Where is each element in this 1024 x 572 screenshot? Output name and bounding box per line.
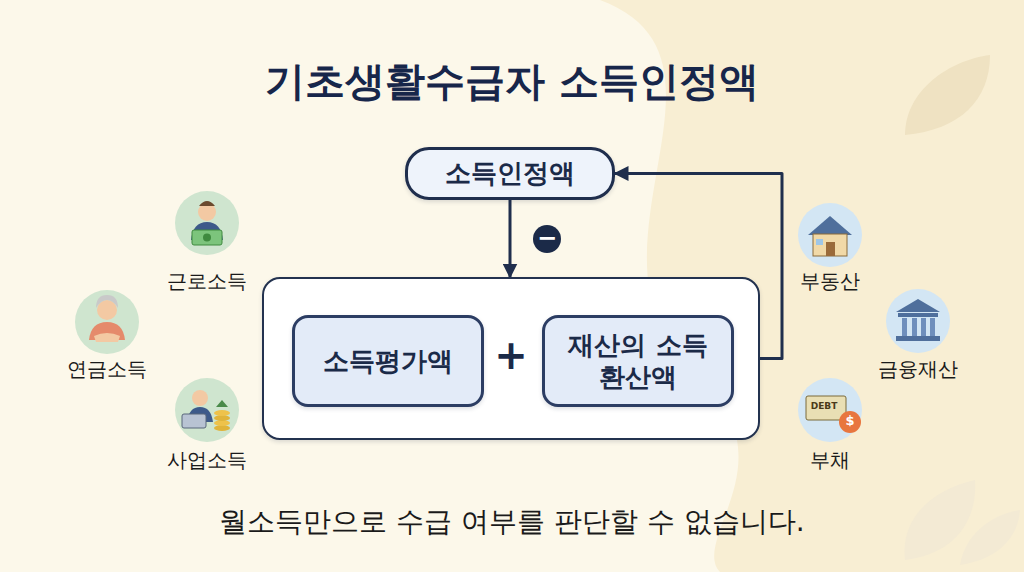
node-text: 소득인정액 bbox=[445, 157, 575, 190]
term-box: 재산의 소득환산액 bbox=[542, 315, 734, 407]
income-label: 연금소득 bbox=[47, 358, 167, 380]
result-pill: 소득인정액 bbox=[405, 147, 615, 200]
work-income-icon bbox=[175, 191, 239, 255]
asset-label: 부채 bbox=[770, 449, 890, 471]
term-box: 소득평가액 bbox=[292, 315, 484, 407]
diagram-title: 기초생활수급자 소득인정액 bbox=[0, 54, 1024, 109]
node-text: 소득평가액 bbox=[323, 345, 453, 378]
icon-text: DEBT bbox=[764, 402, 884, 412]
node-text: 재산의 소득환산액 bbox=[563, 329, 713, 394]
plus-sign: + bbox=[451, 333, 571, 377]
asset-label: 금융재산 bbox=[858, 358, 978, 380]
income-label: 사업소득 bbox=[147, 449, 267, 471]
business-income-icon bbox=[175, 378, 239, 442]
leaf-deco bbox=[960, 510, 1020, 565]
leaf-deco bbox=[905, 55, 990, 135]
asset-label: 부동산 bbox=[770, 270, 890, 292]
edge-badge: − bbox=[533, 225, 561, 253]
pension-income-icon bbox=[75, 290, 139, 354]
leaf-deco bbox=[904, 480, 975, 560]
icon-text: $ bbox=[790, 414, 910, 428]
flow-arrow bbox=[509, 200, 512, 277]
financial-asset-icon bbox=[886, 289, 950, 353]
real-estate-icon bbox=[798, 203, 862, 267]
income-label: 근로소득 bbox=[147, 270, 267, 292]
diagram-caption: 월소득만으로 수급 여부를 판단할 수 없습니다. bbox=[0, 503, 1024, 541]
